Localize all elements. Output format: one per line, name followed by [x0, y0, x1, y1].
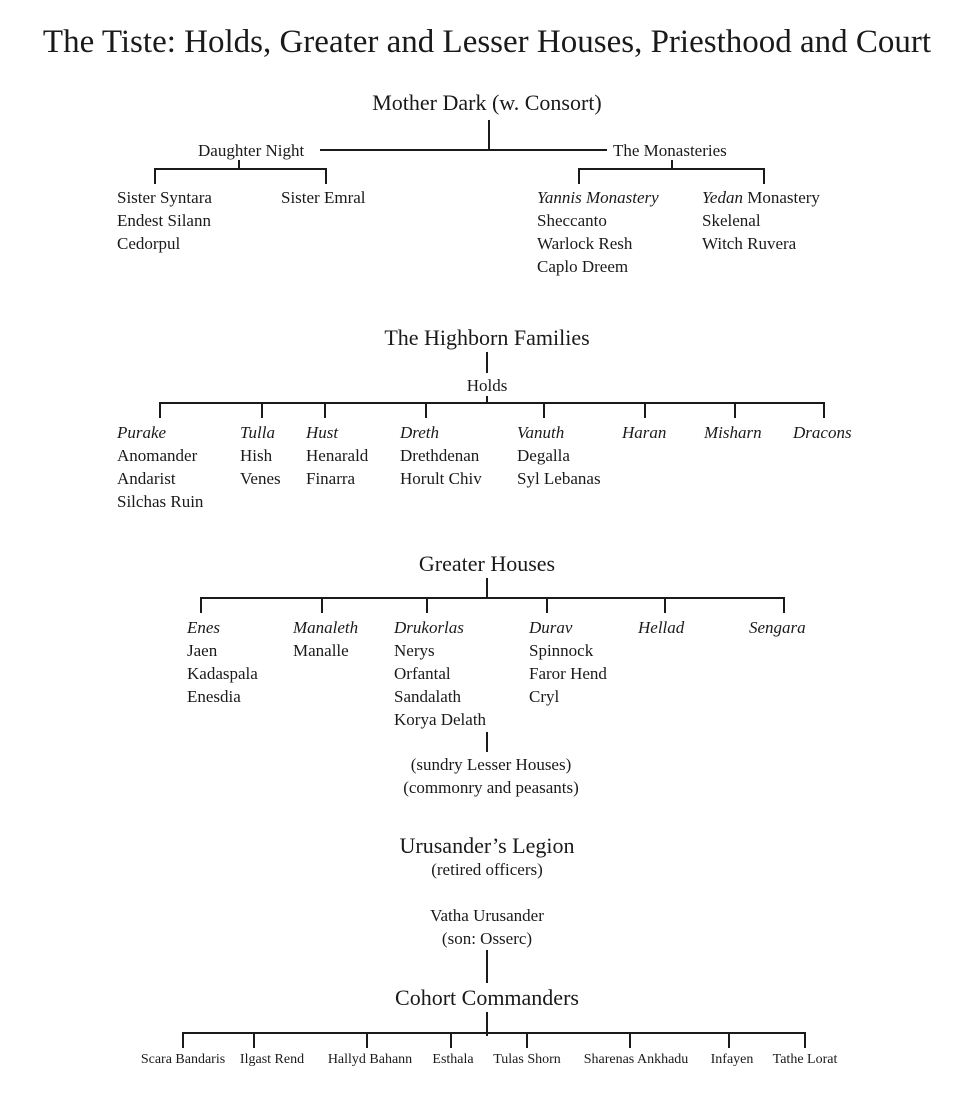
- node-daughter-night: Daughter Night: [198, 141, 305, 160]
- hold-name: Vanuth: [517, 423, 565, 442]
- hold-vanuth: Vanuth Degalla Syl Lebanas: [517, 421, 601, 490]
- member: Enesdia: [187, 687, 241, 706]
- house-durav: Durav Spinnock Faror Hend Cryl: [529, 616, 607, 708]
- hold-name: Haran: [622, 423, 667, 442]
- commander: Esthala: [432, 1052, 474, 1067]
- node-cohort-commanders: Cohort Commanders: [395, 985, 579, 1010]
- house-name: Durav: [529, 618, 573, 637]
- page-title: The Tiste: Holds, Greater and Lesser Hou…: [42, 24, 932, 60]
- hold-name: Misharn: [704, 423, 762, 442]
- commander: Hallyd Bahann: [327, 1052, 413, 1067]
- node-commonry: (commonry and peasants): [403, 778, 579, 797]
- member: Nerys: [394, 641, 435, 660]
- house-name: Sengara: [749, 618, 806, 637]
- hold-dreth: Dreth Drethdenan Horult Chiv: [400, 421, 482, 490]
- member: Sandalath: [394, 687, 462, 706]
- house-manaleth: Manaleth Manalle: [293, 616, 358, 662]
- hold-tulla: Tulla Hish Venes: [240, 421, 281, 490]
- member: Syl Lebanas: [517, 469, 601, 488]
- member: Kadaspala: [187, 664, 258, 683]
- yannis-monastery: Yannis Monastery Sheccanto Warlock Resh …: [537, 186, 659, 278]
- member: Cryl: [529, 687, 560, 706]
- house-sengara: Sengara: [749, 616, 806, 639]
- member: Caplo Dreem: [537, 257, 629, 276]
- daughter-night-branch-2: Sister Emral: [281, 186, 366, 209]
- house-hellad: Hellad: [638, 616, 684, 639]
- member: Hish: [240, 446, 273, 465]
- commander: Infayen: [710, 1052, 754, 1067]
- member: Jaen: [187, 641, 218, 660]
- member: Sheccanto: [537, 211, 607, 230]
- node-highborn-families: The Highborn Families: [384, 325, 590, 350]
- hold-dracons: Dracons: [793, 421, 852, 444]
- hold-name: Tulla: [240, 423, 275, 442]
- hold-name: Dreth: [400, 423, 440, 442]
- house-name: Drukorlas: [394, 618, 464, 637]
- house-drukorlas: Drukorlas Nerys Orfantal Sandalath Korya…: [394, 616, 486, 731]
- commander: Scara Bandaris: [140, 1052, 226, 1067]
- commander: Tathe Lorat: [772, 1052, 838, 1067]
- member: Manalle: [293, 641, 349, 660]
- leader-note: (son: Osserc): [441, 929, 533, 948]
- member: Sister Emral: [281, 188, 366, 207]
- commander: Ilgast Rend: [239, 1052, 305, 1067]
- monastery-name: Yannis Monastery: [537, 188, 659, 207]
- daughter-night-branch-1: Sister Syntara Endest Silann Cedorpul: [117, 186, 212, 255]
- legion-note: (retired officers): [431, 860, 543, 879]
- hold-name: Purake: [117, 423, 167, 442]
- yedan-monastery: Yedan Monastery Skelenal Witch Ruvera: [702, 186, 820, 255]
- node-urusanders-legion: Urusander’s Legion: [399, 833, 575, 858]
- member: Finarra: [306, 469, 356, 488]
- hold-misharn: Misharn: [704, 421, 762, 444]
- house-name: Hellad: [638, 618, 685, 637]
- hold-purake: Purake Anomander Andarist Silchas Ruin: [117, 421, 203, 513]
- member: Drethdenan: [400, 446, 480, 465]
- commander: Sharenas Ankhadu: [583, 1052, 689, 1067]
- member: Venes: [240, 469, 281, 488]
- commander: Tulas Shorn: [493, 1052, 561, 1067]
- node-vatha-urusander: Vatha Urusander: [430, 906, 544, 925]
- node-monasteries: The Monasteries: [613, 141, 727, 160]
- member: Faror Hend: [529, 664, 607, 683]
- member: Korya Delath: [394, 710, 487, 729]
- monastery-name-rest: Monastery: [742, 188, 820, 207]
- member: Andarist: [117, 469, 176, 488]
- member: Henarald: [306, 446, 369, 465]
- member: Orfantal: [394, 664, 451, 683]
- member: Endest Silann: [117, 211, 211, 230]
- member: Silchas Ruin: [117, 492, 204, 511]
- node-holds: Holds: [466, 376, 508, 395]
- node-lesser-houses: (sundry Lesser Houses): [410, 755, 572, 774]
- member: Anomander: [117, 446, 198, 465]
- monastery-name: Yedan Monastery: [702, 186, 820, 209]
- house-name: Enes: [187, 618, 221, 637]
- member: Skelenal: [702, 211, 761, 230]
- hold-name: Hust: [306, 423, 339, 442]
- house-name: Manaleth: [293, 618, 359, 637]
- member: Sister Syntara: [117, 188, 212, 207]
- hold-hust: Hust Henarald Finarra: [306, 421, 368, 490]
- member: Witch Ruvera: [702, 234, 797, 253]
- hold-name: Dracons: [793, 423, 852, 442]
- member: Spinnock: [529, 641, 594, 660]
- hold-haran: Haran: [622, 421, 666, 444]
- node-mother-dark: Mother Dark (w. Consort): [372, 90, 602, 115]
- member: Degalla: [517, 446, 570, 465]
- member: Cedorpul: [117, 234, 181, 253]
- member: Horult Chiv: [400, 469, 482, 488]
- monastery-name-italic: Yedan: [702, 188, 743, 207]
- member: Warlock Resh: [537, 234, 633, 253]
- house-enes: Enes Jaen Kadaspala Enesdia: [187, 616, 258, 708]
- node-greater-houses: Greater Houses: [418, 551, 556, 576]
